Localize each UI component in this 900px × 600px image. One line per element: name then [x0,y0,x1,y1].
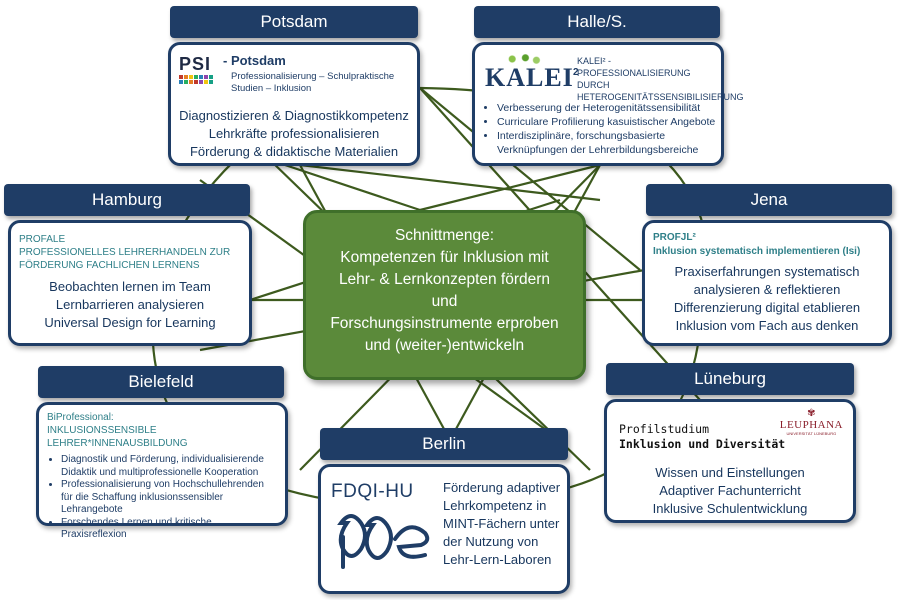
jena-card: PROFJL² Inklusion systematisch implement… [642,220,892,346]
hamburg-items: Beobachten lernen im Team Lernbarrieren … [19,278,241,332]
connector-line [419,87,641,271]
hamburg-item: Universal Design for Learning [44,315,216,330]
psi-logo: PSI [179,55,223,84]
leuphana-logo-text: LEUPHANA [779,419,843,431]
halle-card: KALEI 2 KALEI² - PROFESSIONALISIERUNG DU… [472,42,744,166]
psi-logo-text: PSI [179,54,212,74]
fdqi-logo-text: FDQI-HU [331,481,414,502]
halle-title: KALEI² - PROFESSIONALISIERUNG DURCH HETE… [577,56,744,102]
jena-title-line: PROFJL² [653,232,696,243]
jena-title-line: Inklusion systematisch implementieren (I… [653,246,861,257]
lueneburg-card: ✾ LEUPHANA UNIVERSITÄT LÜNEBURG Profilst… [604,399,856,523]
hamburg-title-line: PROFALE [19,234,66,245]
berlin-item: Lehr-Lern-Laboren [443,552,552,567]
fdqi-logo: FDQI-HU [331,481,441,578]
lueneburg-item: Adaptiver Fachunterricht [659,483,801,498]
center-line: Schnittmenge: [394,227,495,244]
bielefeld-items: Diagnostik und Förderung, individualisie… [47,454,277,542]
bielefeld-title-line: INKLUSIONSSENSIBLE LEHRER*INNENAUSBILDUN… [47,425,188,449]
center-line: Forschungsinstrumente erproben [330,315,559,332]
bielefeld-card: BiProfessional: INKLUSIONSSENSIBLE LEHRE… [36,402,288,540]
lueneburg-items: Wissen und Einstellungen Adaptiver Fachu… [613,464,847,518]
potsdam-title: - Potsdam [223,53,286,68]
lueneburg-title-line: Profilstudium [619,422,710,436]
potsdam-items: Diagnostizieren & Diagnostikkompetenz Le… [175,107,413,161]
kalei-logo-sup: 2 [573,67,579,78]
potsdam-header: Potsdam [170,6,418,38]
berlin-item: Förderung adaptiver [443,480,561,495]
center-intersection-box: Schnittmenge: Kompetenzen für Inklusion … [303,210,586,380]
jena-item: Differenzierung digital etablieren [673,300,861,315]
jena-item: Praxiserfahrungen systematisch [674,264,860,279]
connector-line [299,163,601,202]
jena-items: Praxiserfahrungen systematisch analysier… [653,263,881,335]
berlin-item: MINT-Fächern unter [443,516,560,531]
bielefeld-item: Professionalisierung von Hochschullehren… [61,479,277,517]
berlin-item: der Nutzung von [443,534,539,549]
potsdam-item: Diagnostizieren & Diagnostikkompetenz [179,108,409,123]
kalei-leaf-icon [499,53,543,65]
psi-logo-dots [179,75,223,79]
jena-item: analysieren & reflektieren [693,282,841,297]
center-line: und [431,293,458,310]
potsdam-card: PSI - Potsdam Professionalisierung – Sch… [168,42,420,166]
connector-line [269,158,421,212]
fdqi-logo-graphic [337,514,430,569]
potsdam-item: Lehrkräfte professionalisieren [208,126,380,141]
lueneburg-title: Profilstudium Inklusion und Diversität [619,422,785,452]
hamburg-item: Lernbarrieren analysieren [55,297,205,312]
kalei-logo: KALEI 2 [483,53,579,93]
center-line: und (weiter-)entwickeln [364,337,525,354]
leuphana-logo: ✾ LEUPHANA UNIVERSITÄT LÜNEBURG [780,408,843,436]
bielefeld-header: Bielefeld [38,366,284,398]
lueneburg-item: Wissen und Einstellungen [655,465,805,480]
leuphana-emblem-icon: ✾ [807,408,816,419]
hamburg-card: PROFALE PROFESSIONELLES LEHRERHANDELN ZU… [8,220,252,346]
jena-title: PROFJL² Inklusion systematisch implement… [653,231,881,259]
halle-header: Halle/S. [474,6,720,38]
halle-item: Curriculare Profilierung kasuistischer A… [497,115,729,129]
bielefeld-title-line: BiProfessional: [47,412,114,423]
bielefeld-item: Forschendes Lernen und kritische Praxisr… [61,517,277,542]
hamburg-title-line: FÖRDERUNG FACHLICHEN LERNENS [19,260,200,271]
halle-item: Verbesserung der Heterogenitätssensibili… [497,101,729,115]
halle-items: Verbesserung der Heterogenitätssensibili… [483,101,729,157]
halle-item: Interdisziplinäre, forschungsbasierte Ve… [497,129,729,157]
hamburg-header: Hamburg [4,184,250,216]
jena-item: Inklusion vom Fach aus denken [675,318,859,333]
lueneburg-header: Lüneburg [606,363,854,395]
berlin-item: Lehrkompetenz in [443,498,547,513]
bielefeld-item: Diagnostik und Förderung, individualisie… [61,454,277,479]
leuphana-logo-sub: UNIVERSITÄT LÜNEBURG [786,431,837,436]
berlin-card: FDQI-HU Förderung adaptiver Lehrkompeten… [318,464,570,594]
hamburg-item: Beobachten lernen im Team [49,279,211,294]
bielefeld-title: BiProfessional: INKLUSIONSSENSIBLE LEHRE… [47,411,277,450]
jena-header: Jena [646,184,892,216]
berlin-header: Berlin [320,428,568,460]
hamburg-title-line: PROFESSIONELLES LEHRERHANDELN ZUR [19,247,231,258]
kalei-logo-text: KALEI [485,63,574,92]
berlin-items: Förderung adaptiver Lehrkompetenz in MIN… [443,479,567,569]
potsdam-subtitle: Professionalisierung – Schulpraktische S… [231,71,395,94]
center-line: Lehr- & Lernkonzepten fördern [338,271,551,288]
center-line: Kompetenzen für Inklusion mit [340,249,549,266]
potsdam-item: Förderung & didaktische Materialien [189,144,399,159]
lueneburg-title-line: Inklusion und Diversität [619,437,786,451]
hamburg-title: PROFALE PROFESSIONELLES LEHRERHANDELN ZU… [19,233,241,272]
lueneburg-item: Inklusive Schulentwicklung [652,501,808,516]
